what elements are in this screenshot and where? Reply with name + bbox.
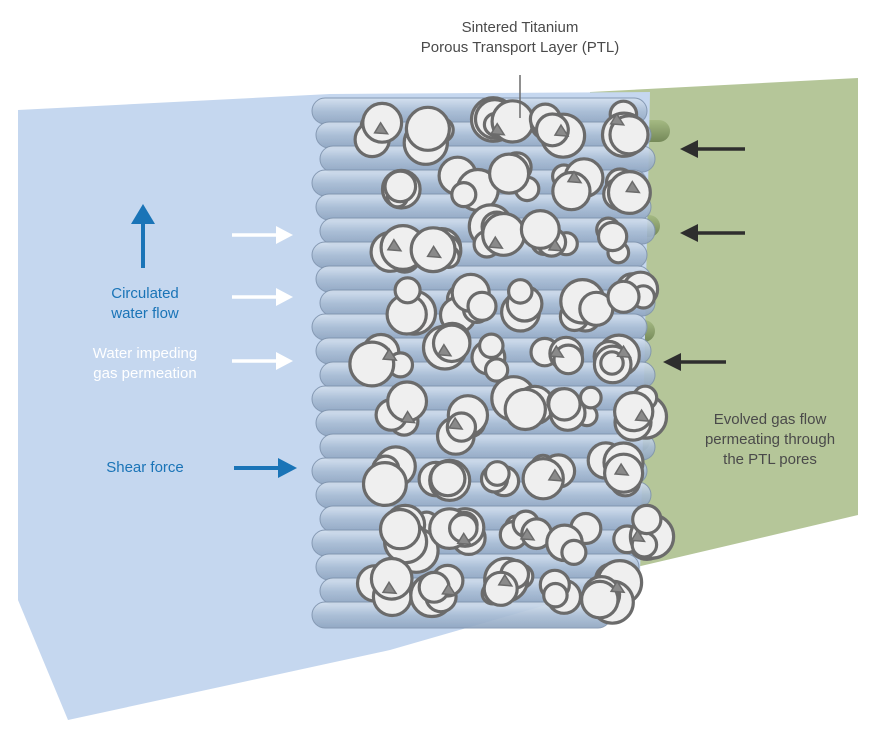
ptl-title-line-1: Sintered Titanium xyxy=(461,19,579,36)
ptl-pores xyxy=(348,96,676,625)
left-arrow-icon xyxy=(680,224,745,242)
pore xyxy=(490,375,556,432)
right-arrow-icon xyxy=(232,226,293,244)
pore xyxy=(421,321,472,371)
right-arrow-icon xyxy=(232,288,293,306)
pore xyxy=(380,168,422,210)
pore xyxy=(528,102,587,159)
pore xyxy=(521,453,577,501)
right-arrow-icon xyxy=(232,352,293,370)
impeding-label: Water impeding gas permeation xyxy=(60,344,230,384)
pore xyxy=(409,226,463,274)
pore xyxy=(579,558,644,625)
pore xyxy=(592,333,641,385)
pore xyxy=(470,332,510,383)
gas-flow-line-3: the PTL pores xyxy=(723,451,817,468)
pore xyxy=(613,384,669,442)
gas-flow-label: Evolved gas flow permeating through the … xyxy=(690,410,850,470)
left-arrow-icon xyxy=(680,140,745,158)
pore xyxy=(378,503,440,574)
ptl-title: Sintered Titanium Porous Transport Layer… xyxy=(400,18,640,58)
gas-region xyxy=(590,78,858,578)
gas-flow-line-1: Evolved gas flow xyxy=(713,411,827,428)
pore xyxy=(602,167,652,216)
impeding-line-2: gas permeation xyxy=(93,365,197,382)
pore xyxy=(361,445,417,508)
pore xyxy=(480,556,535,607)
pore xyxy=(519,209,579,258)
pore xyxy=(374,380,429,437)
ptl-fiber xyxy=(319,505,656,533)
pore xyxy=(500,278,544,333)
left-arrow-icon xyxy=(663,353,726,371)
pore xyxy=(417,458,472,502)
pore xyxy=(435,394,490,456)
pore xyxy=(600,99,650,158)
pore xyxy=(488,151,541,203)
pore xyxy=(438,272,498,335)
water-flow-line-2: water flow xyxy=(111,305,179,322)
impeding-line-1: Water impeding xyxy=(92,345,198,362)
pore xyxy=(538,568,583,615)
pore xyxy=(353,101,404,159)
pore xyxy=(467,203,527,259)
up-arrow-icon xyxy=(131,204,155,268)
pore xyxy=(551,157,605,212)
pore xyxy=(545,511,603,567)
pore xyxy=(586,441,645,498)
pore xyxy=(348,332,415,388)
ptl-title-line-2: Porous Transport Layer (PTL) xyxy=(420,39,620,56)
gas-flow-line-2: permeating through xyxy=(704,431,836,448)
shear-force-text: Shear force xyxy=(106,459,184,476)
pore xyxy=(437,155,500,212)
pore xyxy=(479,460,521,498)
pore xyxy=(409,563,465,619)
water-flow-line-1: Circulated xyxy=(111,285,179,302)
pore xyxy=(428,507,487,556)
pore xyxy=(529,335,585,376)
shear-arrow-icon xyxy=(234,458,297,478)
pore xyxy=(606,270,660,314)
pore xyxy=(558,277,615,333)
pore xyxy=(498,509,553,551)
pore xyxy=(595,216,631,265)
pore xyxy=(469,96,535,144)
water-flow-label: Circulated water flow xyxy=(70,284,220,324)
shear-force-label: Shear force xyxy=(80,458,210,478)
pore xyxy=(546,385,603,432)
pore xyxy=(402,105,455,166)
pore xyxy=(612,503,676,561)
pore xyxy=(385,276,438,336)
pore xyxy=(355,556,414,618)
